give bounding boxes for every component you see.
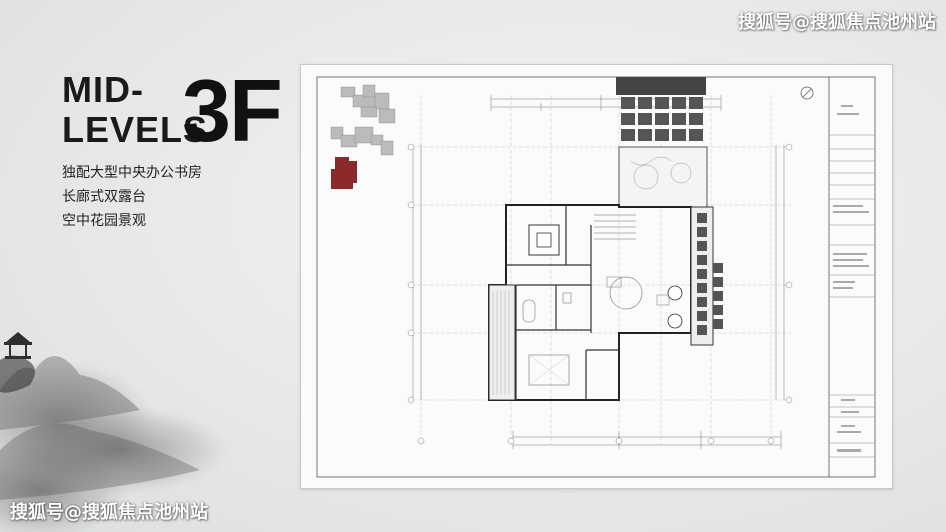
ink-mountain-pavilion-illustration: [0, 332, 230, 532]
right-terrace-planters: [697, 213, 723, 335]
floor-label: 3F: [182, 61, 283, 160]
feature-sky-garden: 空中花园景观: [62, 213, 146, 229]
floor-plan-sheet: [300, 64, 893, 489]
feature-office-study: 独配大型中央办公书房: [62, 165, 202, 181]
key-plan-thumbnail: [330, 84, 396, 156]
terrace-paving: [621, 97, 703, 141]
watermark-top-right: 搜狐号@搜狐焦点池州站: [738, 12, 936, 33]
heading-mid-levels: MID- LEVELS: [62, 70, 208, 150]
feature-double-terrace: 长廊式双露台: [62, 189, 146, 205]
north-arrow-icon: [800, 86, 814, 100]
key-plan-highlight: [331, 157, 357, 189]
heading-line-2: LEVELS: [62, 109, 209, 150]
floor-plan-drawing: [316, 76, 876, 478]
heading-line-1: MID-: [62, 69, 144, 110]
pavilion-icon: [4, 332, 32, 359]
watermark-bottom-left: 搜狐号@搜狐焦点池州站: [10, 502, 208, 523]
